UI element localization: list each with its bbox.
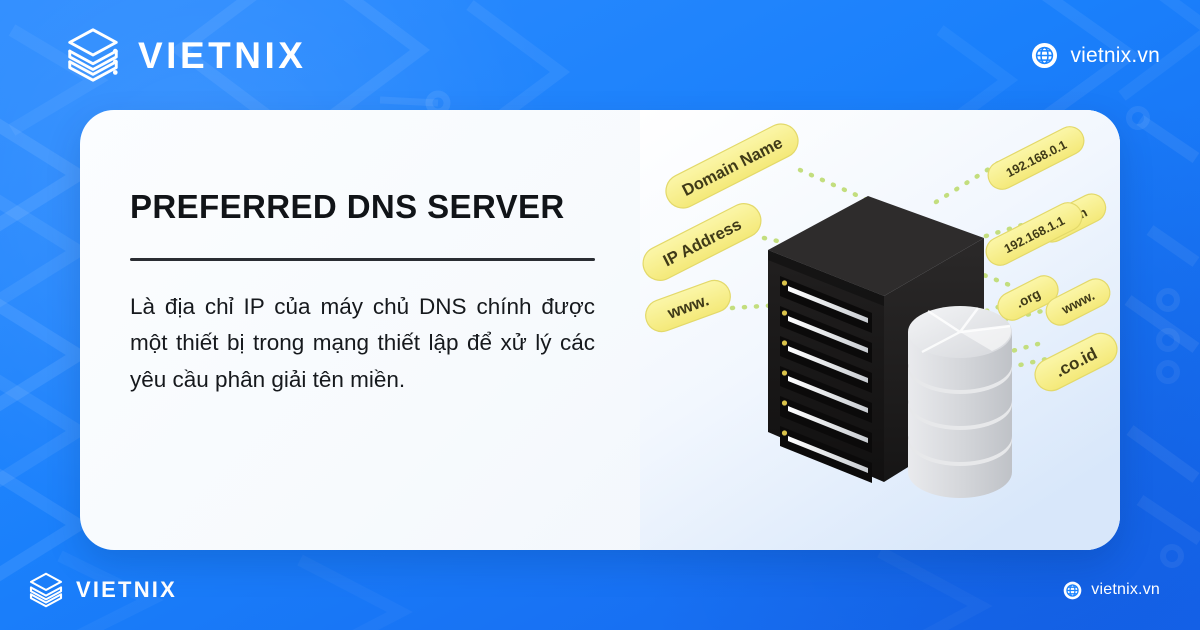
description-text: Là địa chỉ IP của máy chủ DNS chính được… (130, 293, 595, 392)
globe-icon (1063, 581, 1082, 600)
card-illustration-column: Domain Name IP Address www. (640, 110, 1120, 550)
site-url-link[interactable]: vietnix.vn (1031, 42, 1160, 69)
footer-site-url-text: vietnix.vn (1091, 581, 1160, 598)
footer-brand-wordmark: VIETNIX (76, 577, 177, 602)
globe-icon (1031, 42, 1058, 69)
brand-wordmark: VIETNIX (138, 34, 307, 76)
header-bar: VIETNIX vietnix.vn (0, 0, 1200, 110)
card-text-column: PREFERRED DNS SERVER Là địa chỉ IP của m… (80, 110, 640, 550)
footer-bar: VIETNIX vietnix.vn (0, 550, 1200, 630)
footer-brand-logo[interactable]: VIETNIX (26, 570, 177, 610)
stacked-layers-logo-icon (26, 570, 66, 610)
dns-server-diagram: Domain Name IP Address www. (640, 110, 1120, 550)
page-title: PREFERRED DNS SERVER (130, 188, 565, 225)
database-cylinder-icon (908, 306, 1012, 498)
site-url-text: vietnix.vn (1070, 43, 1160, 67)
stacked-layers-logo-icon (62, 24, 124, 86)
title-divider (130, 257, 595, 261)
brand-logo[interactable]: VIETNIX (62, 24, 306, 86)
footer-site-url-link[interactable]: vietnix.vn (1063, 581, 1160, 600)
content-card: PREFERRED DNS SERVER Là địa chỉ IP của m… (80, 110, 1120, 550)
